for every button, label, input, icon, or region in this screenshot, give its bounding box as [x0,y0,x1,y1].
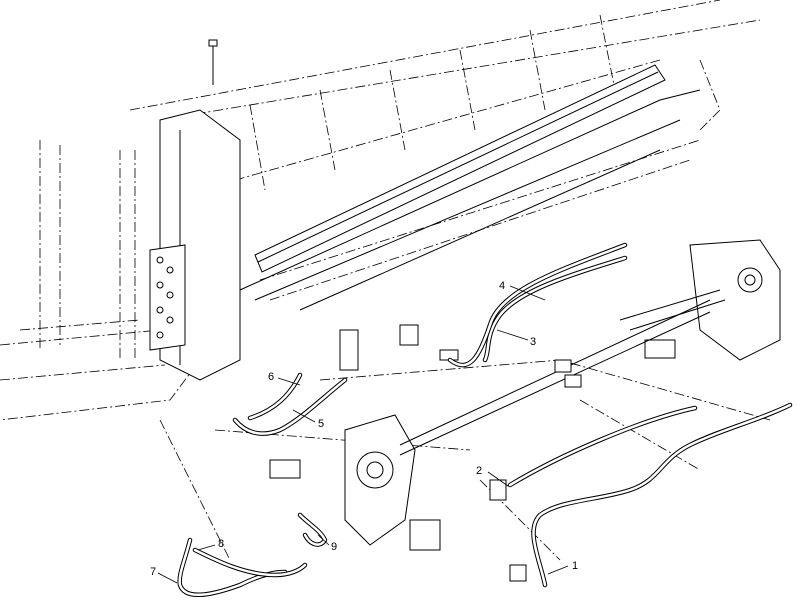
hose-9 [297,512,328,547]
callout-6: 6 [268,371,274,383]
manifold-fittings [269,324,582,582]
callout-leader-lines [157,285,569,584]
boom-rail [239,64,701,311]
callout-4: 4 [499,280,505,292]
left-mast-assembly [149,39,241,381]
hose-1 [531,402,793,588]
valve-block-studs [156,256,174,339]
callout-labels: 1 2 3 4 5 6 7 8 9 [150,280,578,578]
callout-1: 1 [572,560,578,572]
center-swing-bearing [344,414,441,551]
right-swing-actuator [619,239,781,361]
hose-6 [247,372,303,421]
callout-5: 5 [318,418,324,430]
hose-2 [507,405,698,488]
machine-frame-phantom [0,0,771,561]
callout-8: 8 [218,538,224,550]
hose-5 [232,377,348,436]
hose-8 [192,547,308,578]
callout-9: 9 [331,541,337,553]
callout-3: 3 [530,336,536,348]
hose-4 [447,242,628,368]
upper-panel-slats [249,14,616,191]
callout-2: 2 [476,465,482,477]
callout-7: 7 [150,566,156,578]
main-cylinder-tube [399,299,711,456]
hose-3 [482,255,628,363]
